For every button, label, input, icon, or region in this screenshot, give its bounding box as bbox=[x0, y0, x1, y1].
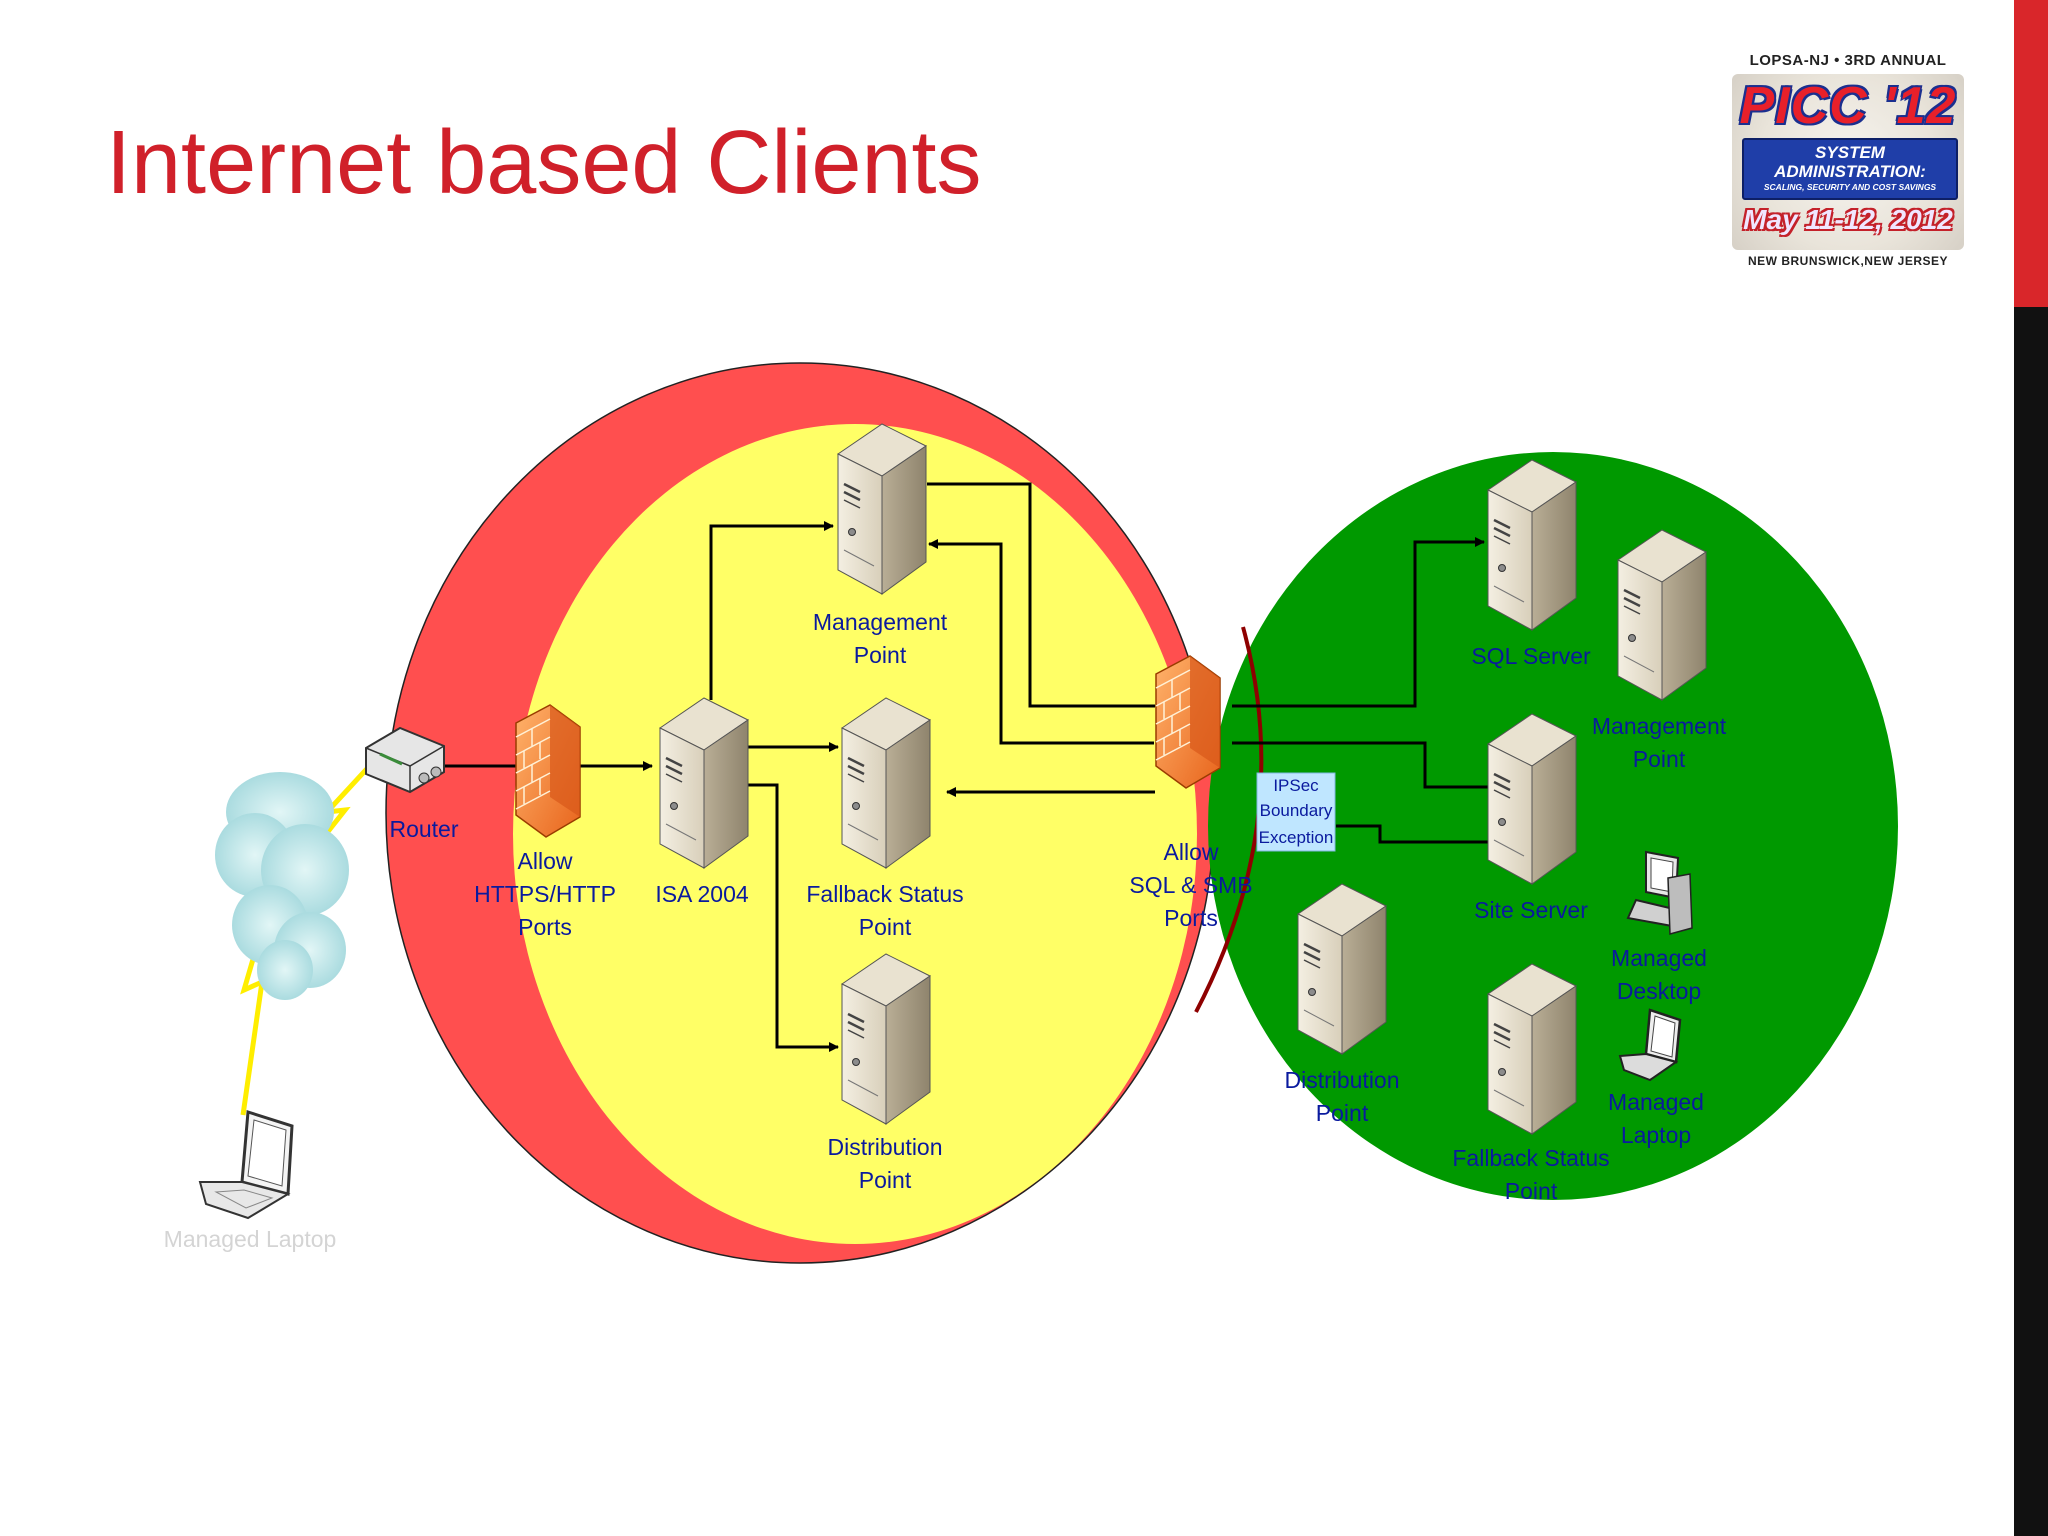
internal-fallback-server-icon bbox=[1486, 962, 1578, 1136]
dmz-distribution-server-icon bbox=[840, 952, 932, 1126]
router-icon bbox=[365, 726, 445, 794]
internal-laptop-icon bbox=[1618, 1008, 1682, 1082]
ipsec-line3: Exception bbox=[1259, 828, 1334, 847]
outer-firewall-line3: Ports bbox=[518, 914, 572, 940]
internet-laptop-icon bbox=[198, 1110, 294, 1220]
accent-bar-red bbox=[2014, 0, 2048, 307]
internal-laptop-line1: Managed bbox=[1608, 1089, 1704, 1115]
internal-fallback-line1: Fallback Status bbox=[1452, 1145, 1609, 1171]
cloud-icon bbox=[215, 772, 349, 1000]
inner-firewall-line3: Ports bbox=[1164, 905, 1218, 931]
ipsec-exception-box bbox=[1256, 772, 1336, 852]
logo-top-line: LOPSA-NJ • 3RD ANNUAL bbox=[1749, 52, 1947, 69]
internal-laptop-line2: Laptop bbox=[1621, 1122, 1691, 1148]
internal-fallback-line2: Point bbox=[1505, 1178, 1558, 1204]
sql-server-label: SQL Server bbox=[1471, 643, 1591, 669]
ipsec-line1: IPSec bbox=[1273, 776, 1319, 795]
internal-management-line1: Management bbox=[1592, 713, 1727, 739]
logo-dates: May 11-12, 2012 bbox=[1743, 204, 1953, 235]
managed-desktop-icon bbox=[1626, 850, 1693, 935]
internal-distribution-server-icon bbox=[1296, 882, 1388, 1056]
dmz-fallback-line1: Fallback Status bbox=[806, 881, 963, 907]
conference-logo: LOPSA-NJ • 3RD ANNUAL PICC '12 SYSTEM AD… bbox=[1730, 48, 1966, 278]
logo-name: PICC '12 bbox=[1739, 77, 1957, 135]
dmz-management-line2: Point bbox=[854, 642, 907, 668]
slide-title: Internet based Clients bbox=[106, 113, 982, 213]
logo-location: NEW BRUNSWICK,NEW JERSEY bbox=[1747, 254, 1948, 268]
dmz-distribution-line2: Point bbox=[859, 1167, 912, 1193]
dmz-management-line1: Management bbox=[813, 609, 948, 635]
outer-firewall-line2: HTTPS/HTTP bbox=[474, 881, 616, 907]
accent-bar-black bbox=[2014, 307, 2048, 1536]
site-server-label: Site Server bbox=[1474, 897, 1588, 923]
inner-firewall-icon bbox=[1155, 655, 1221, 789]
dmz-distribution-line1: Distribution bbox=[827, 1134, 942, 1160]
logo-badge: PICC '12 SYSTEM ADMINISTRATION: SCALING,… bbox=[1732, 74, 1964, 250]
managed-desktop-line1: Managed bbox=[1611, 945, 1707, 971]
managed-desktop-line2: Desktop bbox=[1617, 978, 1701, 1004]
router-label: Router bbox=[389, 816, 458, 842]
internal-management-line2: Point bbox=[1633, 746, 1686, 772]
logo-administration: ADMINISTRATION: bbox=[1774, 162, 1926, 181]
inner-firewall-line1: Allow bbox=[1164, 839, 1219, 865]
logo-tagline: SCALING, SECURITY AND COST SAVINGS bbox=[1763, 182, 1937, 192]
outer-firewall-icon bbox=[515, 704, 581, 838]
isa-server-icon bbox=[658, 696, 750, 870]
isa-label: ISA 2004 bbox=[655, 881, 749, 907]
dmz-fallback-server-icon bbox=[840, 696, 932, 870]
dmz-management-server-icon bbox=[836, 422, 928, 596]
internet-laptop-label: Managed Laptop bbox=[164, 1226, 337, 1252]
logo-system: SYSTEM bbox=[1815, 143, 1885, 162]
inner-firewall-line2: SQL & SMB bbox=[1129, 872, 1252, 898]
site-server-icon bbox=[1486, 712, 1578, 886]
internal-distribution-line2: Point bbox=[1316, 1100, 1369, 1126]
internal-distribution-line1: Distribution bbox=[1284, 1067, 1399, 1093]
outer-firewall-line1: Allow bbox=[518, 848, 573, 874]
ipsec-line2: Boundary bbox=[1260, 801, 1333, 820]
logo-system-panel: SYSTEM ADMINISTRATION: SCALING, SECURITY… bbox=[1742, 138, 1958, 200]
dmz-fallback-line2: Point bbox=[859, 914, 912, 940]
internal-management-server-icon bbox=[1616, 528, 1708, 702]
sql-server-icon bbox=[1486, 458, 1578, 632]
